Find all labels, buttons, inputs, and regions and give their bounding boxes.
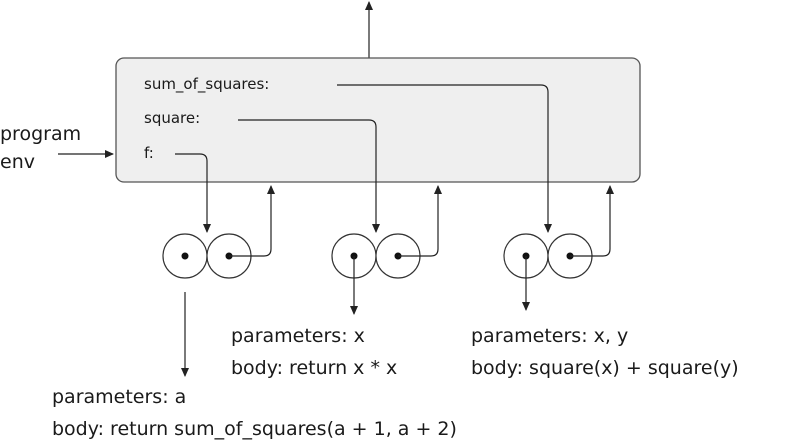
function-sum-of-squares-parameters: parameters: x, y bbox=[471, 325, 628, 347]
env-pointer-arrow bbox=[229, 185, 275, 257]
program-env-label-line2: env bbox=[0, 151, 35, 173]
code-pointer-dot bbox=[181, 252, 189, 260]
global-frame-box bbox=[115, 57, 641, 183]
program-env-label-line1: program bbox=[0, 123, 81, 145]
function-object-sum-of-squares bbox=[503, 185, 614, 311]
binding-sum-of-squares-label: sum_of_squares: bbox=[144, 75, 269, 94]
env-pointer-arrow bbox=[570, 185, 614, 257]
function-object-f bbox=[162, 185, 275, 377]
function-sum-of-squares-body: body: square(x) + square(y) bbox=[471, 357, 739, 379]
binding-square-label: square: bbox=[144, 109, 200, 127]
function-square-parameters: parameters: x bbox=[231, 325, 365, 347]
sum-of-squares-pointer-arrow bbox=[337, 84, 552, 233]
function-square-body: body: return x * x bbox=[231, 357, 397, 379]
function-f-parameters: parameters: a bbox=[52, 386, 186, 408]
f-pointer-arrow bbox=[175, 153, 211, 233]
square-pointer-arrow bbox=[238, 119, 380, 233]
function-f-body: body: return sum_of_squares(a + 1, a + 2… bbox=[52, 418, 457, 440]
binding-f-label: f: bbox=[144, 144, 154, 162]
env-pointer-arrow bbox=[398, 185, 442, 257]
function-object-square bbox=[331, 185, 442, 315]
